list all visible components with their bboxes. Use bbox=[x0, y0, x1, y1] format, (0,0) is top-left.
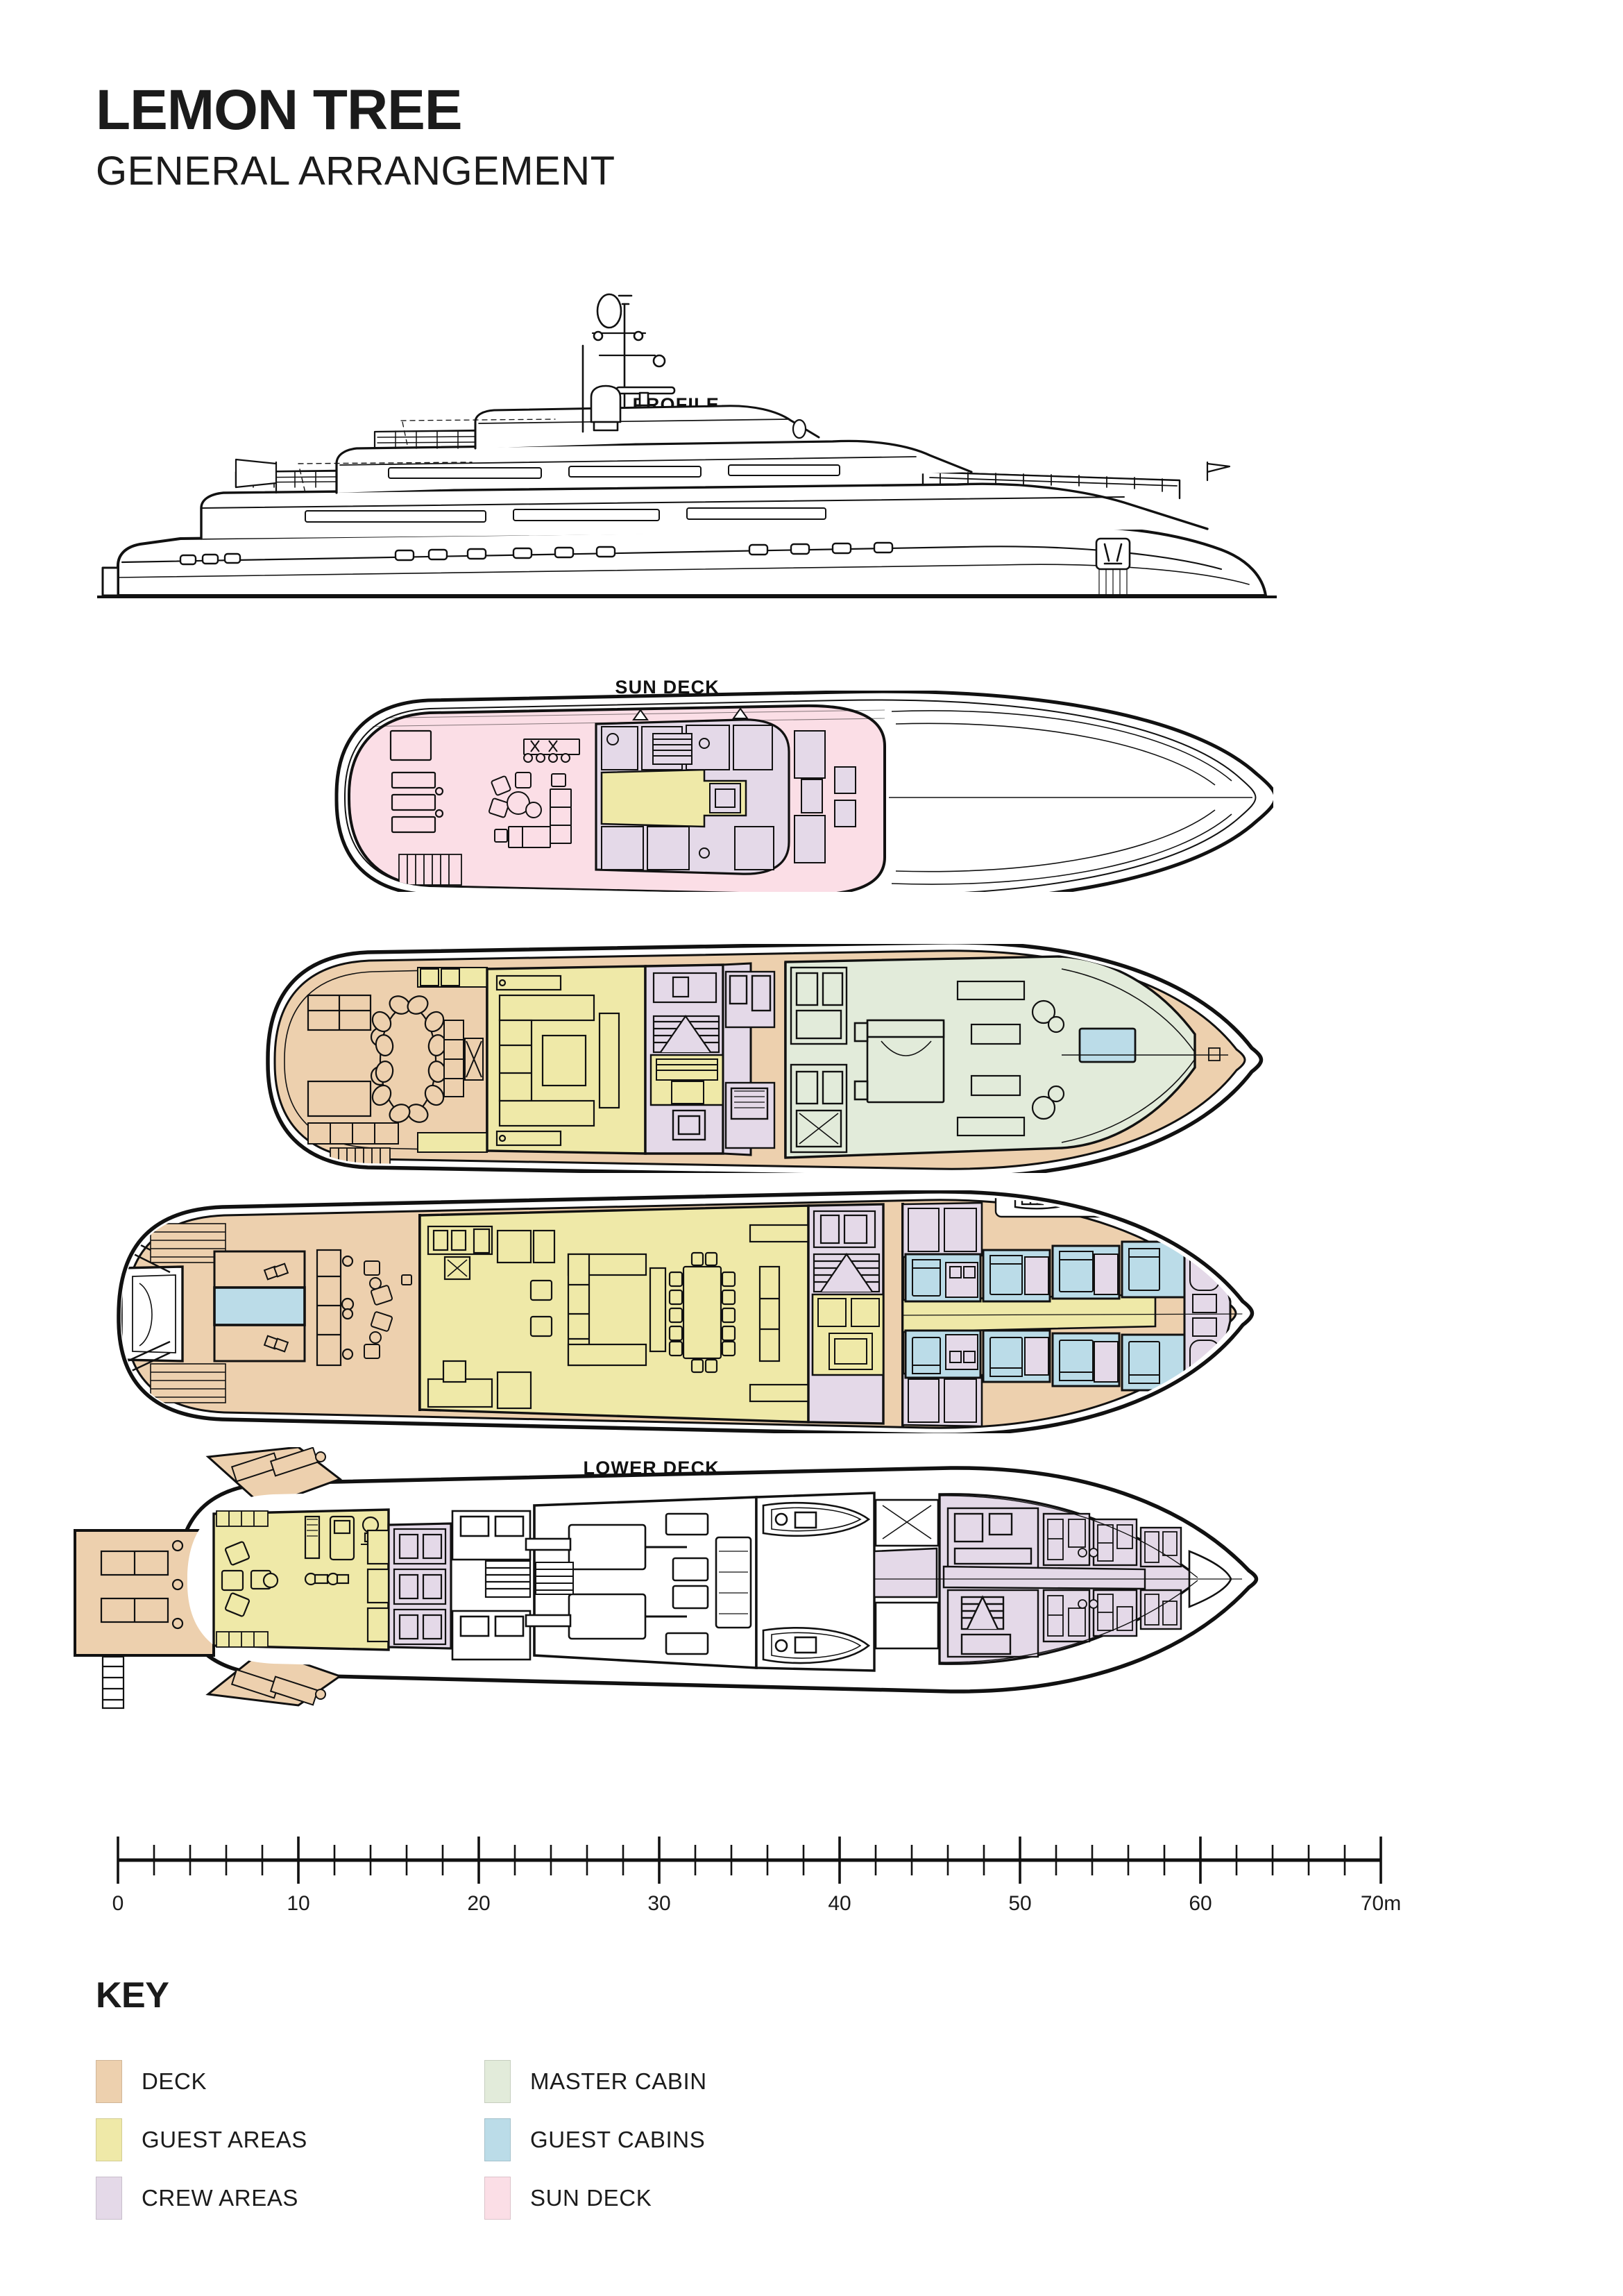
legend-grid: DECK MASTER CABIN GUEST AREAS GUEST CABINS C… bbox=[96, 2052, 928, 2227]
scale-label-60: 60 bbox=[1189, 1892, 1212, 1915]
main-deck-plan bbox=[117, 1190, 1255, 1433]
scale-label-30: 30 bbox=[647, 1892, 671, 1915]
profile-view bbox=[97, 293, 1277, 598]
bridge-deck-plan bbox=[266, 944, 1264, 1173]
legend-label: GUEST CABINS bbox=[530, 2127, 706, 2152]
legend-swatch-guest-areas bbox=[96, 2118, 122, 2161]
legend-key: KEY DECK MASTER CABIN GUEST AREAS GUEST CAB… bbox=[96, 1975, 928, 2227]
legend-label: GUEST AREAS bbox=[142, 2127, 307, 2152]
legend-item-sun-deck: SUN DECK bbox=[484, 2177, 873, 2220]
legend-swatch-sun-deck bbox=[484, 2177, 511, 2220]
yacht-name-title: LEMON TREE bbox=[96, 78, 463, 142]
sun-deck-plan bbox=[334, 691, 1273, 892]
legend-swatch-deck bbox=[96, 2060, 122, 2103]
legend-title: KEY bbox=[96, 1975, 169, 2016]
legend-item-master-cabin: MASTER CABIN bbox=[484, 2060, 873, 2103]
legend-swatch-master-cabin bbox=[484, 2060, 511, 2103]
legend-item-deck: DECK bbox=[96, 2060, 484, 2103]
legend-item-guest-areas: GUEST AREAS bbox=[96, 2118, 484, 2161]
legend-swatch-crew-areas bbox=[96, 2177, 122, 2220]
lower-deck-plan bbox=[74, 1447, 1259, 1710]
legend-label: DECK bbox=[142, 2068, 207, 2094]
scale-bar-ticks bbox=[117, 1837, 1382, 1884]
scale-label-0: 0 bbox=[112, 1892, 124, 1915]
scale-bar: 0 10 20 30 40 50 60 70m bbox=[104, 1825, 1401, 1936]
scale-label-20: 20 bbox=[467, 1892, 491, 1915]
scale-label-40: 40 bbox=[828, 1892, 851, 1915]
legend-item-guest-cabins: GUEST CABINS bbox=[484, 2118, 873, 2161]
scale-label-50: 50 bbox=[1008, 1892, 1032, 1915]
legend-label: CREW AREAS bbox=[142, 2185, 299, 2211]
scale-label-70: 70m bbox=[1360, 1892, 1402, 1915]
legend-label: SUN DECK bbox=[530, 2185, 652, 2211]
document-header: LEMON TREE GENERAL ARRANGEMENT bbox=[96, 82, 615, 192]
scale-label-10: 10 bbox=[287, 1892, 310, 1915]
legend-swatch-guest-cabins bbox=[484, 2118, 511, 2161]
legend-item-crew-areas: CREW AREAS bbox=[96, 2177, 484, 2220]
document-subtitle: GENERAL ARRANGEMENT bbox=[96, 149, 615, 194]
legend-label: MASTER CABIN bbox=[530, 2068, 707, 2094]
